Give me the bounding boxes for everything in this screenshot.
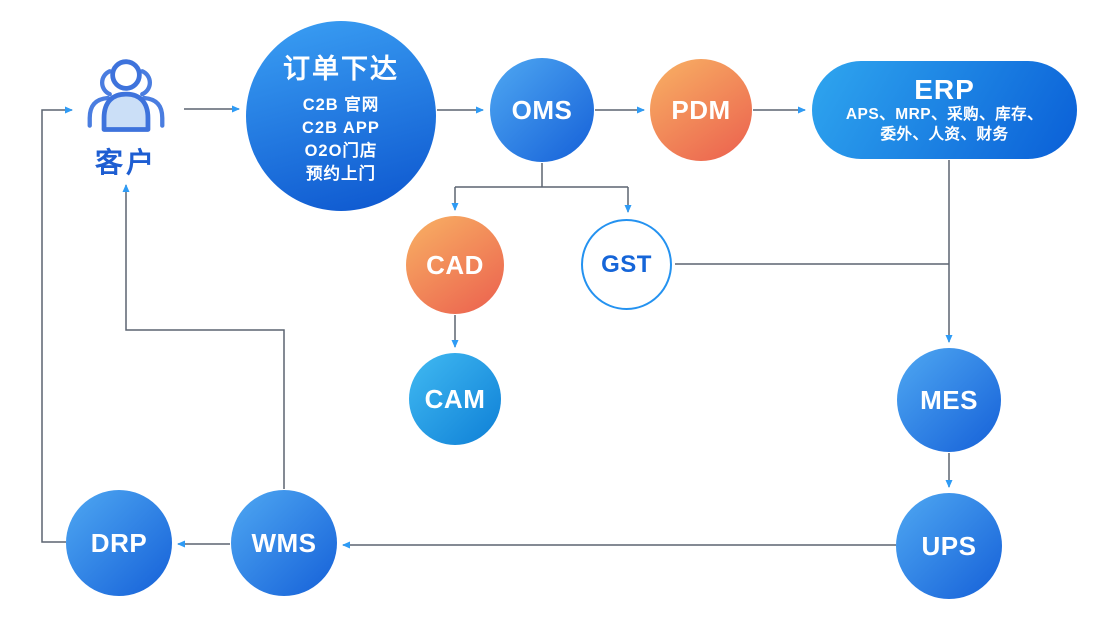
arrow-drp-to-customer xyxy=(41,106,73,543)
customer-group-icon xyxy=(87,59,165,132)
node-erp: ERP APS、MRP、采购、库存、 委外、人资、财务 xyxy=(812,61,1077,159)
node-cad: CAD xyxy=(406,216,504,314)
node-cad-label: CAD xyxy=(426,249,484,280)
customer-node: 客户 xyxy=(70,55,182,181)
node-drp-label: DRP xyxy=(90,527,148,558)
order-channel-c2b-app: C2B APP xyxy=(302,118,380,137)
node-cam-label: CAM xyxy=(424,383,486,414)
node-pdm-label: PDM xyxy=(671,94,731,125)
node-oms: OMS xyxy=(490,58,594,162)
node-wms-label: WMS xyxy=(251,527,317,558)
node-cam: CAM xyxy=(409,353,501,445)
order-channel-o2o-store: O2O门店 xyxy=(304,141,378,160)
node-ups: UPS xyxy=(896,493,1002,599)
node-wms: WMS xyxy=(231,490,337,596)
node-erp-title: ERP xyxy=(914,74,975,105)
node-mes: MES xyxy=(897,348,1001,452)
order-channel-appointment: 预约上门 xyxy=(306,164,376,183)
node-erp-sub-line2: 委外、人资、财务 xyxy=(880,126,1009,143)
customer-label: 客户 xyxy=(94,147,157,178)
order-channel-c2b-web: C2B 官网 xyxy=(302,95,380,114)
node-gst: GST xyxy=(581,219,672,310)
node-order-placement: 订单下达 C2B 官网 C2B APP O2O门店 预约上门 xyxy=(246,21,436,211)
node-pdm: PDM xyxy=(650,59,752,161)
node-erp-sub-line1: APS、MRP、采购、库存、 xyxy=(845,106,1044,123)
node-gst-label: GST xyxy=(601,250,652,278)
node-oms-label: OMS xyxy=(511,94,573,125)
node-ups-label: UPS xyxy=(921,530,977,561)
node-mes-label: MES xyxy=(920,384,978,415)
arrow-wms-to-customer xyxy=(122,184,285,489)
order-title: 订单下达 xyxy=(283,53,399,84)
node-drp: DRP xyxy=(66,490,172,596)
